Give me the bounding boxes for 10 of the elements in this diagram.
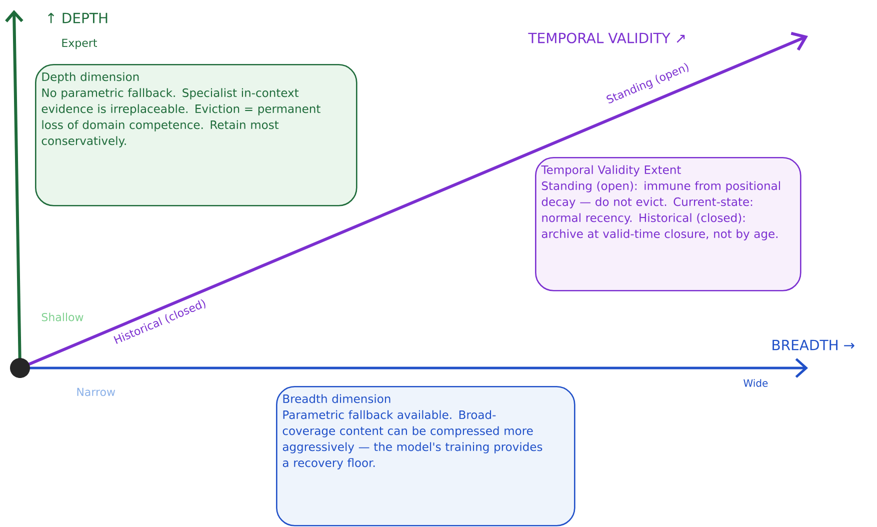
- axis-label: TEMPORAL VALIDITY ↗: [528, 32, 685, 44]
- note-box: Breadth dimension Parametric fallback available. Broad-coverage content can be compressed more aggressively — the model's training provides a recovery floor.: [276, 386, 576, 526]
- note-box: Depth dimension No parametric fallback. Specialist in-context evidence is irreplaceable. Eviction = permanent loss of domain competence. Retain most conservatively.: [35, 64, 358, 206]
- note-box: Temporal Validity Extent Standing (open): immune from positional decay — do not evict. Current-state: normal recency. Historical (closed): archive at valid-time closure, not by age.: [535, 157, 802, 292]
- axis-label: Wide: [744, 379, 768, 387]
- axis-label: BREADTH →: [772, 340, 854, 350]
- axis-label: Shallow: [42, 312, 84, 322]
- axis-label: ↑ DEPTH: [48, 12, 108, 24]
- axis-label: Narrow: [77, 388, 116, 396]
- axis-label: Expert: [62, 38, 97, 50]
